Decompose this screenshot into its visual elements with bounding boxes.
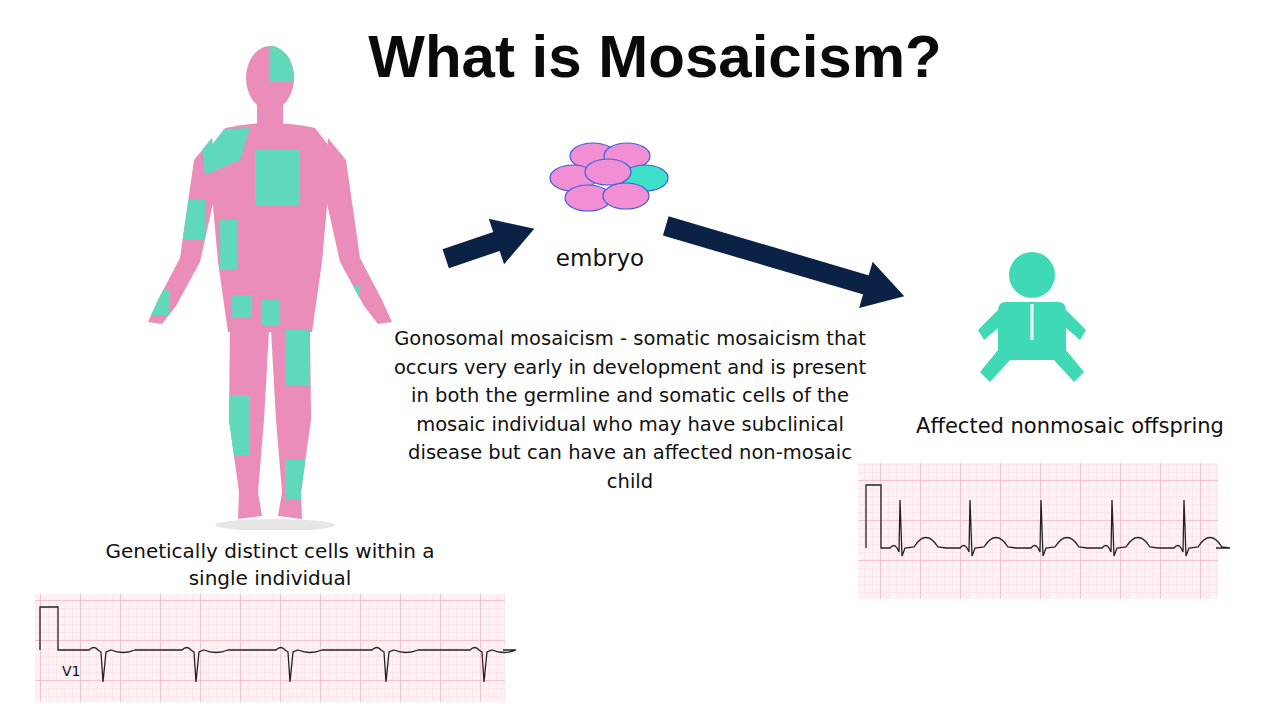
embryo-figure: embryo (540, 135, 660, 278)
lead-name: V1 (62, 662, 102, 680)
ecg-trace (40, 607, 516, 682)
node-caption: Genetically distinct cells within a sing… (100, 538, 440, 592)
baby-icon (910, 240, 1230, 400)
offspring-figure: Affected nonmosaic offspring (910, 240, 1230, 450)
ecg-trace (866, 485, 1230, 556)
human-figure (100, 40, 440, 530)
node-caption: Affected nonmosaic offspring (910, 412, 1230, 440)
title: What is Mosaicism? (0, 22, 1280, 91)
ecg-paper (35, 594, 505, 702)
ecg-paper (858, 463, 1218, 599)
embryo-cells (540, 135, 680, 215)
definition-note: Gonosomal mosaicism - somatic mosaicism … (385, 325, 875, 496)
node-caption: embryo (540, 243, 660, 274)
ecg-grid (35, 594, 505, 702)
flow-arrow (446, 219, 535, 264)
individual-figure: Genetically distinct cells within a sing… (100, 40, 440, 596)
ecg-grid (858, 463, 1218, 599)
flow-arrow (666, 226, 904, 308)
